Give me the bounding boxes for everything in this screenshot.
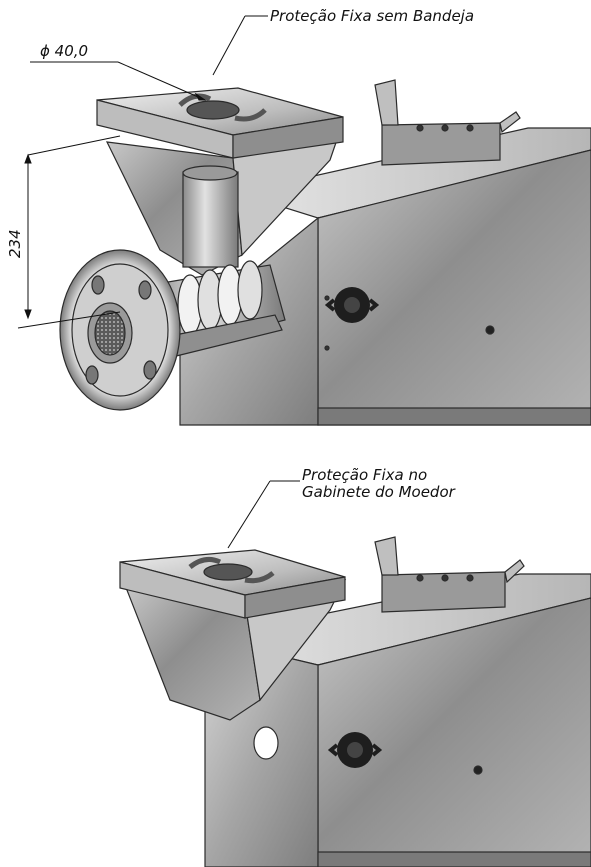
callout-label-bottom-line1: Proteção Fixa no (302, 466, 427, 484)
tray-opening (203, 563, 253, 581)
rear-switch-guard (374, 536, 525, 613)
tensioner-knob-icon (327, 732, 383, 768)
grinder-barrel (149, 260, 286, 361)
screw-icon (324, 345, 330, 351)
feed-neck (105, 124, 343, 276)
bottom-figure-grinder: Proteção Fixa no Gabinete do Moedor (119, 466, 591, 867)
rear-switch-guard (374, 79, 521, 166)
screw-icon (485, 325, 495, 335)
feed-tray-top (119, 549, 346, 619)
cabinet-base-strip (317, 851, 591, 867)
screw-icon (473, 765, 483, 775)
front-cutting-plate (59, 249, 181, 411)
callout-leader-bottom (227, 480, 300, 549)
tensioner-knob-icon (324, 287, 380, 323)
outlet-hole (253, 726, 279, 760)
dimension-annotations (17, 15, 268, 329)
tray-opening (186, 100, 240, 120)
tray-side-face (232, 116, 344, 159)
callout-label-bottom-line2: Gabinete do Moedor (302, 483, 456, 501)
top-figure-grinder: ϕ 40,0 234 Proteção Fixa sem Bandeja (6, 7, 591, 426)
cabinet-base-strip (317, 407, 591, 426)
callout-label-top: Proteção Fixa sem Bandeja (270, 7, 474, 25)
height-label: 234 (6, 229, 24, 258)
diameter-label: ϕ 40,0 (40, 42, 88, 60)
feed-tray-top (96, 87, 344, 159)
screw-icon (324, 295, 330, 301)
tray-side-face (244, 576, 346, 619)
